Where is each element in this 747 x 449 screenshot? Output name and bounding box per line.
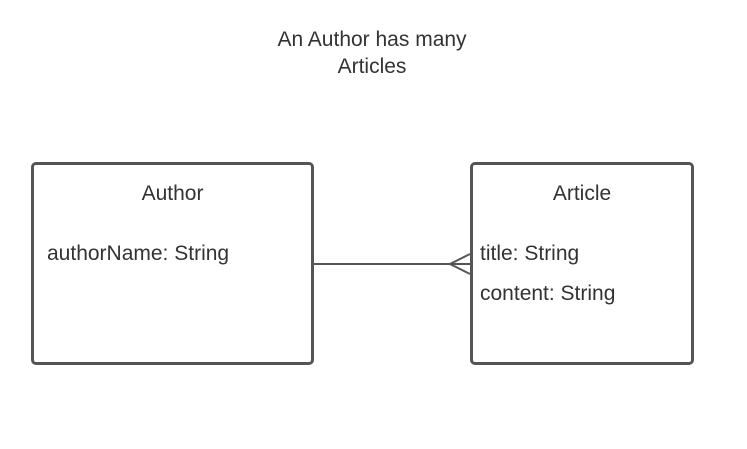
many-crowfoot-icon	[449, 253, 471, 275]
entity-article-name: Article	[552, 182, 612, 205]
author-attribute-author-name: authorName: String	[47, 242, 230, 265]
entity-article[interactable]: Article title: String content: String	[470, 162, 694, 365]
caption-line-1: An Author has many	[277, 28, 467, 51]
article-attribute-title: title: String	[480, 242, 580, 265]
caption-line-2: Articles	[337, 55, 407, 78]
article-attribute-content: content: String	[480, 282, 616, 305]
entity-author-name: Author	[141, 182, 204, 205]
diagram-caption: An Author has many Articles	[222, 26, 522, 80]
entity-author[interactable]: Author authorName: String	[31, 162, 314, 365]
